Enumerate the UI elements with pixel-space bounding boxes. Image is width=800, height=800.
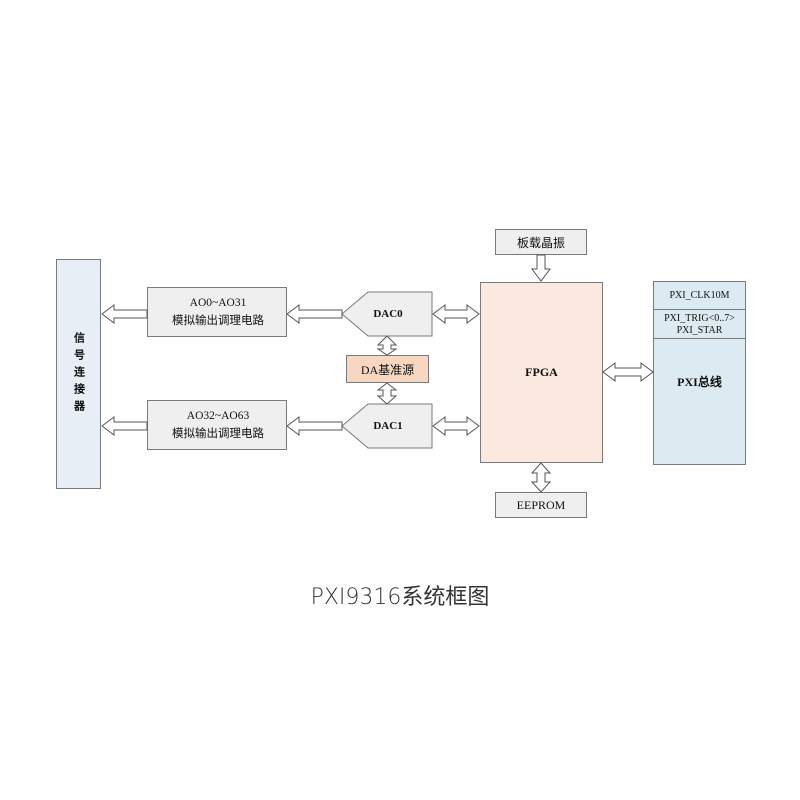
- signal-connector-label: 信号连接器: [72, 331, 85, 417]
- conditioning-circuit-1-title: 模拟输出调理电路: [172, 315, 264, 327]
- eeprom-label: EEPROM: [516, 497, 566, 512]
- conditioning-circuit-2-title: 模拟输出调理电路: [172, 428, 264, 440]
- pxi-bus-block: PXI_CLK10M PXI_TRIG<0..7> PXI_STAR PXI总线: [653, 281, 746, 465]
- arrow-fpga-eeprom: [530, 462, 552, 493]
- arrow-cond2-to-connector: [101, 416, 148, 436]
- figure-caption: PXI9316系统框图: [310, 585, 490, 610]
- conditioning-circuit-2-channels: AO32~AO63: [186, 410, 250, 422]
- arrow-dac0-to-cond1: [286, 304, 343, 324]
- arrow-dac0-fpga: [432, 304, 480, 324]
- signal-connector-block: 信号连接器: [56, 259, 101, 489]
- pxi-clk-row: PXI_CLK10M: [654, 282, 745, 310]
- onboard-oscillator-block: 板载晶振: [495, 229, 587, 255]
- dac0-label: DAC0: [373, 308, 403, 320]
- fpga-block: FPGA: [480, 282, 603, 463]
- eeprom-block: EEPROM: [495, 492, 587, 518]
- pxi-clk-label: PXI_CLK10M: [669, 290, 730, 301]
- arrow-reference-dac1: [376, 382, 398, 405]
- arrow-dac1-to-cond2: [286, 416, 343, 436]
- arrow-dac1-fpga: [432, 416, 480, 436]
- da-reference-label: DA基准源: [360, 362, 415, 377]
- onboard-oscillator-label: 板载晶振: [516, 235, 565, 250]
- pxi-trig-label: PXI_TRIG<0..7>: [664, 313, 735, 324]
- dac1-shape: [341, 403, 433, 449]
- arrow-fpga-pxi: [602, 362, 654, 382]
- fpga-label: FPGA: [525, 365, 558, 379]
- dac0-shape: [341, 291, 433, 337]
- da-reference-block: DA基准源: [346, 355, 429, 383]
- dac1-label: DAC1: [373, 420, 403, 432]
- pxi-bus-label: PXI总线: [677, 375, 722, 389]
- arrow-cond1-to-connector: [101, 304, 148, 324]
- conditioning-circuit-2: AO32~AO63 模拟输出调理电路: [147, 400, 287, 450]
- pxi-star-label: PXI_STAR: [676, 325, 723, 336]
- arrow-oscillator-to-fpga: [531, 254, 551, 282]
- pxi-trig-row: PXI_TRIG<0..7> PXI_STAR: [654, 310, 745, 339]
- conditioning-circuit-1-channels: AO0~AO31: [189, 297, 247, 309]
- arrow-dac0-reference: [376, 335, 398, 356]
